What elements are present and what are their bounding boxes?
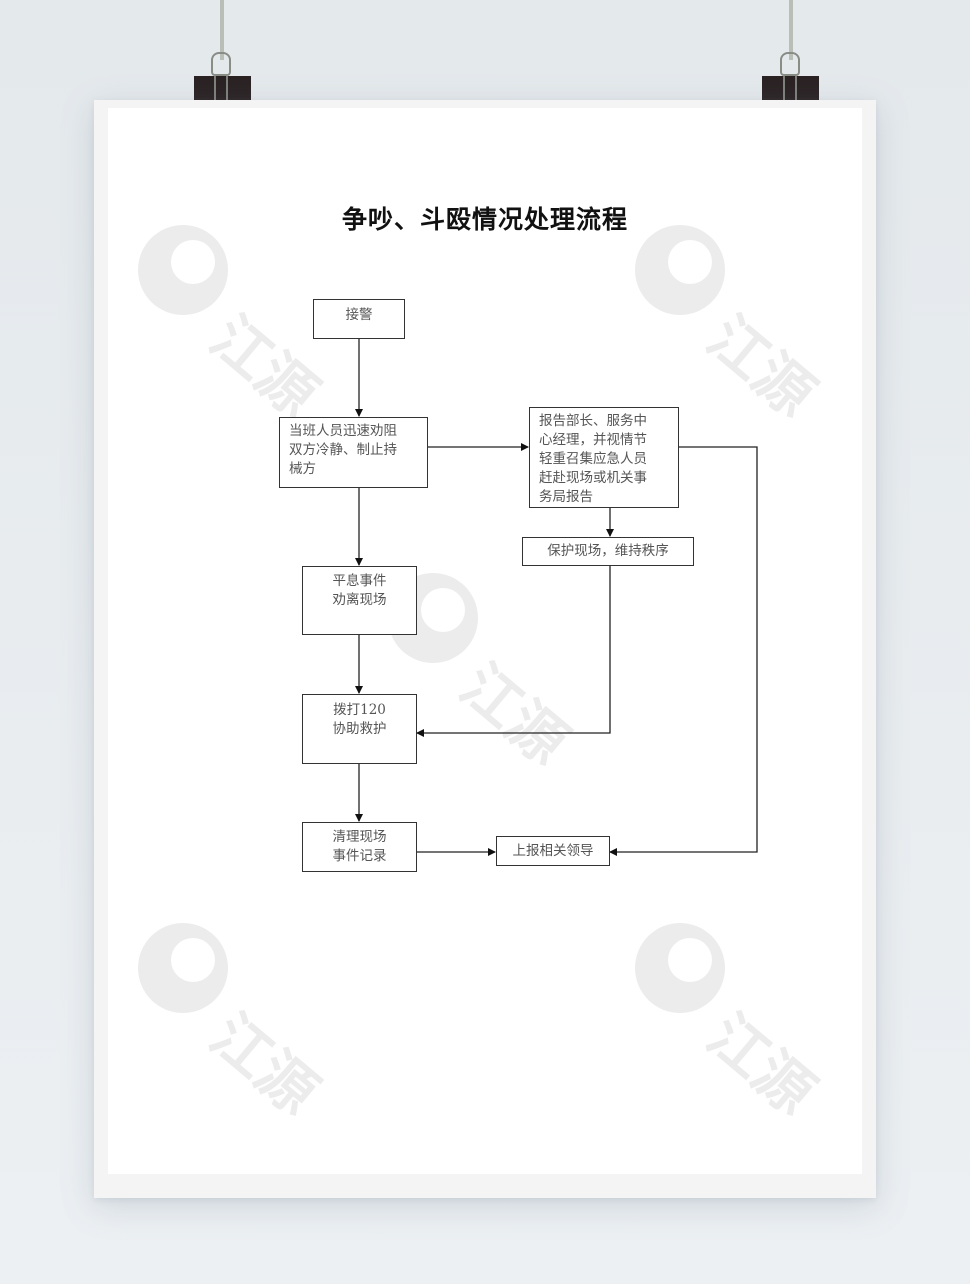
flow-node-clean-record: 清理现场 事件记录 (302, 822, 417, 872)
binder-clip-leg (795, 76, 797, 108)
flow-node-calm-event: 平息事件 劝离现场 (302, 566, 417, 635)
hanging-string-left (220, 0, 224, 60)
flow-node-protect-scene: 保护现场，维持秩序 (522, 537, 694, 566)
binder-clip-leg (214, 76, 216, 108)
page-title: 争吵、斗殴情况处理流程 (341, 205, 628, 234)
binder-clip-leg (783, 76, 785, 108)
node-label: 当班人员迅速劝阻 双方冷静、制止持 械方 (289, 423, 397, 477)
binder-clip-wire-left (211, 52, 231, 76)
watermark-logo-icon: 江源 (635, 923, 827, 1120)
flow-node-stop-fight: 当班人员迅速劝阻 双方冷静、制止持 械方 (279, 417, 428, 488)
flow-node-report-manager: 报告部长、服务中 心经理，并视情节 轻重召集应急人员 赶赴现场或机关事 务局报告 (529, 407, 679, 508)
binder-clip-leg (226, 76, 228, 108)
watermark-logo-icon: 江源 (138, 225, 330, 422)
binder-clip-wire-right (780, 52, 800, 76)
node-label: 拨打120 协助救护 (332, 702, 387, 737)
flow-node-report-leaders: 上报相关领导 (496, 836, 610, 866)
node-label: 接警 (345, 307, 373, 323)
watermark-logo-icon: 江源 (138, 923, 330, 1120)
node-label: 报告部长、服务中 心经理，并视情节 轻重召集应急人员 赶赴现场或机关事 务局报告 (539, 413, 647, 505)
node-label: 清理现场 事件记录 (332, 829, 387, 864)
flow-node-call-120: 拨打120 协助救护 (302, 694, 417, 764)
flow-node-receive-alarm: 接警 (313, 299, 405, 339)
node-label: 上报相关领导 (512, 843, 594, 859)
hanging-string-right (789, 0, 793, 60)
node-label: 平息事件 劝离现场 (332, 573, 387, 608)
paper-sheet (108, 108, 862, 1174)
watermark-logo-icon: 江源 (635, 225, 827, 422)
node-label: 保护现场，维持秩序 (547, 543, 669, 559)
watermark-logo-icon: 江源 (388, 573, 580, 770)
